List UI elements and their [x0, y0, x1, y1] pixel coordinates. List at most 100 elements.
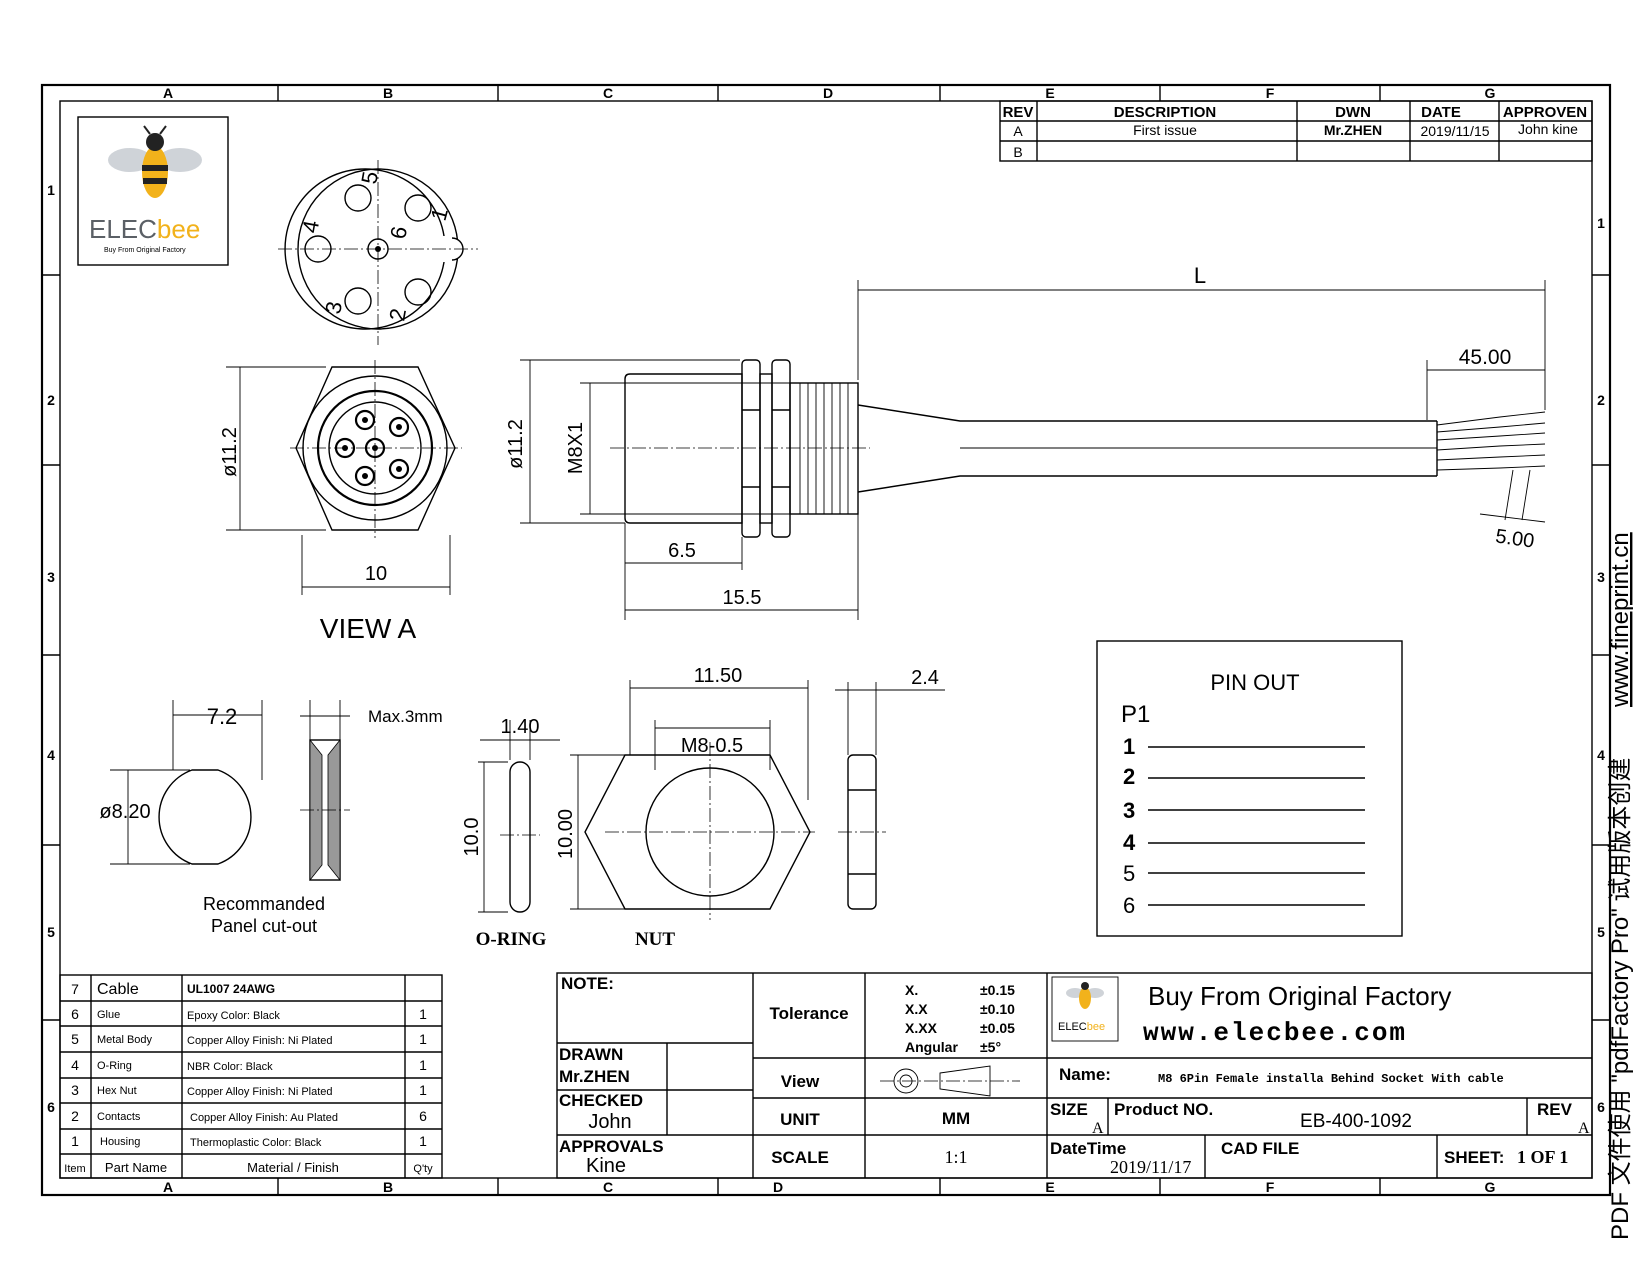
rev-label: REV — [1537, 1100, 1573, 1119]
cutout-max-dim: Max.3mm — [368, 707, 443, 726]
rev-value: A — [1578, 1120, 1590, 1137]
name-label: Name: — [1059, 1065, 1111, 1084]
bom-qty: 1 — [419, 1031, 427, 1047]
note-label: NOTE: — [561, 974, 614, 993]
logo-text-elec: ELEC — [89, 214, 157, 244]
tolerance-key: X.XX — [905, 1020, 938, 1036]
logo-text-bee: bee — [1087, 1021, 1105, 1033]
pin-face-view: 1 2 3 4 5 6 — [278, 160, 478, 345]
first-angle-projection-icon — [880, 1065, 1020, 1097]
col-label-e: E — [1045, 85, 1054, 101]
pinout-pin-2: 2 — [1123, 764, 1135, 789]
rev-header-dwn: DWN — [1335, 104, 1371, 121]
bom-part: Housing — [100, 1136, 140, 1148]
datetime-value: 2019/11/17 — [1110, 1157, 1191, 1177]
tolerance-key: Angular — [905, 1039, 958, 1055]
col-label-d: D — [773, 1179, 783, 1195]
pin-label-3: 3 — [320, 299, 347, 315]
col-label-b: B — [383, 1179, 393, 1195]
cutout-caption-line1: Recommanded — [203, 894, 325, 914]
product-number: EB-400-1092 — [1300, 1111, 1412, 1132]
oring-label: O-RING — [476, 929, 547, 950]
drawn-label: DRAWN — [559, 1045, 623, 1064]
bee-wing-right — [158, 148, 202, 172]
bom-material: Epoxy Color: Black — [187, 1010, 280, 1022]
bom-item: 6 — [71, 1006, 79, 1022]
tolerance-value: ±0.15 — [980, 982, 1015, 998]
logo-text-elec: ELEC — [1058, 1021, 1087, 1033]
pinout-pin-4: 4 — [1123, 830, 1136, 855]
rev-a-approved: John kine — [1518, 121, 1578, 137]
pinout-pin-3: 3 — [1123, 798, 1135, 823]
drawn-value: Mr.ZHEN — [559, 1067, 630, 1086]
bom-part: Metal Body — [97, 1034, 153, 1046]
pinout-title: PIN OUT — [1210, 670, 1299, 695]
row-label-6: 6 — [1597, 1099, 1605, 1115]
rev-header-date: DATE — [1421, 104, 1461, 121]
pin-label-1: 1 — [426, 205, 453, 223]
bom-qty: 1 — [419, 1006, 427, 1022]
bill-of-materials: 7 Cable UL1007 24AWG 6 Glue Epoxy Color:… — [59, 974, 443, 1179]
row-label-3: 3 — [47, 569, 55, 585]
row-label-4: 4 — [47, 747, 55, 763]
view-a-diameter-dim: ø11.2 — [219, 427, 241, 477]
col-label-b: B — [383, 85, 393, 101]
view-a-title: VIEW A — [320, 613, 417, 644]
strip-length-dim: 45.00 — [1459, 346, 1512, 369]
total-length-dim: 15.5 — [723, 587, 762, 609]
tolerance-label: Tolerance — [769, 1004, 848, 1023]
pinout-pin-6: 6 — [1123, 893, 1135, 918]
pin-out-box: PIN OUT P1 1 2 3 4 5 6 — [1096, 640, 1403, 937]
approvals-label: APPROVALS — [559, 1137, 664, 1156]
body-length-dim: 6.5 — [668, 540, 696, 562]
oring-thickness-dim: 1.40 — [501, 716, 540, 738]
col-label-g: G — [1485, 85, 1496, 101]
company-logo: ELECbee Buy From Original Factory — [77, 116, 229, 266]
pin-label-6: 6 — [385, 224, 412, 240]
connector-side-view: L 45.00 5.00 ø11.2 M8X1 6.5 15.5 — [505, 263, 1546, 620]
scale-label: SCALE — [771, 1148, 829, 1167]
rev-header-description: DESCRIPTION — [1114, 104, 1217, 121]
watermark-link[interactable]: www.fineprint.cn — [1607, 532, 1634, 708]
size-value: A — [1092, 1120, 1104, 1137]
col-label-d: D — [823, 85, 833, 101]
bom-part: O-Ring — [97, 1060, 132, 1072]
rev-a-date: 2019/11/15 — [1420, 123, 1489, 139]
sheet-value: 1 OF 1 — [1517, 1147, 1568, 1167]
bee-body — [142, 146, 168, 198]
row-label-2: 2 — [1597, 392, 1605, 408]
pinout-group: P1 — [1121, 701, 1150, 728]
cutout-width-dim: 7.2 — [207, 704, 238, 729]
bom-material: NBR Color: Black — [187, 1061, 273, 1073]
row-label-4: 4 — [1597, 747, 1605, 763]
cutout-caption-line2: Panel cut-out — [211, 916, 317, 936]
oring-size-dim: 10.0 — [461, 818, 483, 857]
row-label-1: 1 — [47, 182, 55, 198]
row-label-5: 5 — [47, 924, 55, 940]
row-label-3: 3 — [1597, 569, 1605, 585]
wire-strip-dim: 5.00 — [1494, 525, 1536, 552]
bom-item: 3 — [71, 1082, 79, 1098]
bom-part: Cable — [97, 981, 139, 998]
pin-label-2: 2 — [384, 306, 411, 322]
tolerance-value: ±0.10 — [980, 1001, 1015, 1017]
bom-header-material: Material / Finish — [247, 1160, 339, 1175]
nut-flat-dim: 11.50 — [694, 665, 743, 687]
bee-head — [146, 133, 164, 151]
side-diameter-dim: ø11.2 — [505, 419, 527, 469]
website: www.elecbee.com — [1143, 1018, 1407, 1048]
nut-size-dim: 10.00 — [555, 809, 577, 859]
bom-material: Thermoplastic Color: Black — [190, 1137, 322, 1149]
grid-column-labels-top: A B C D E F G — [163, 85, 1496, 101]
bom-header-part: Part Name — [105, 1160, 167, 1175]
cable-length-dim: L — [1194, 263, 1206, 288]
pin-label-4: 4 — [297, 218, 324, 234]
rev-header-approved: APPROVEN — [1503, 104, 1587, 121]
view-label: View — [781, 1072, 820, 1091]
rev-b: B — [1013, 144, 1022, 160]
bee-wing-left — [108, 148, 152, 172]
tolerance-value: ±5° — [980, 1039, 1001, 1055]
row-label-1: 1 — [1597, 215, 1605, 231]
checked-label: CHECKED — [559, 1091, 643, 1110]
